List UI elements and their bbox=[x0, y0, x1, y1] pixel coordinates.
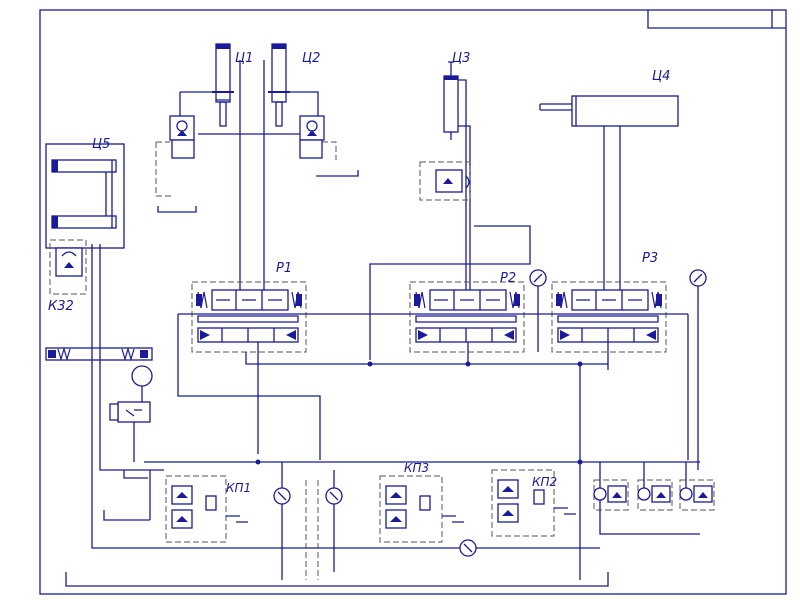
solenoid-valve-left bbox=[109, 401, 151, 423]
pilot-check-valve-left bbox=[169, 115, 195, 159]
label-k32: К32 bbox=[48, 299, 74, 314]
check-valve-right-1 bbox=[593, 479, 629, 511]
label-p2: Р2 bbox=[500, 271, 516, 286]
label-c5: Ц5 bbox=[92, 137, 110, 152]
label-c3: Ц3 bbox=[452, 51, 470, 66]
label-kp1: КП1 bbox=[226, 481, 251, 495]
check-valve-right-3 bbox=[679, 479, 715, 511]
pilot-check-valve-right bbox=[299, 115, 325, 159]
distributor-c5 bbox=[45, 346, 153, 362]
label-p1: Р1 bbox=[276, 261, 292, 276]
relief-valve-kp3 bbox=[379, 475, 464, 543]
label-kp3: КП3 bbox=[404, 461, 429, 475]
pressure-gauge-p2 bbox=[529, 269, 547, 352]
label-c2: Ц2 bbox=[302, 51, 320, 66]
distributor-p2 bbox=[409, 281, 525, 353]
drawing-frame bbox=[39, 9, 787, 595]
label-c1: Ц1 bbox=[235, 51, 253, 66]
cylinder-c5 bbox=[45, 143, 125, 249]
distributor-p3 bbox=[551, 281, 667, 353]
throttle-valve-c3 bbox=[419, 161, 471, 201]
distributor-p1 bbox=[191, 281, 307, 353]
relief-valve-kp1 bbox=[165, 475, 248, 543]
label-kp2: КП2 bbox=[532, 475, 557, 489]
valve-k32 bbox=[49, 239, 87, 295]
accumulator-left bbox=[131, 365, 153, 402]
cylinder-c1 bbox=[212, 43, 234, 127]
check-valve-right-2 bbox=[637, 479, 673, 511]
label-c4: Ц4 bbox=[652, 69, 670, 84]
flow-meter-1 bbox=[273, 462, 291, 580]
cylinder-c4 bbox=[539, 95, 679, 290]
cylinder-c2 bbox=[268, 43, 290, 127]
pressure-gauge-p3 bbox=[689, 269, 707, 470]
relief-valve-kp2 bbox=[491, 469, 576, 537]
flow-meter-3 bbox=[459, 539, 477, 557]
flow-meter-2 bbox=[325, 470, 343, 572]
label-p3: Р3 bbox=[642, 251, 658, 266]
cylinder-c3 bbox=[443, 61, 471, 290]
